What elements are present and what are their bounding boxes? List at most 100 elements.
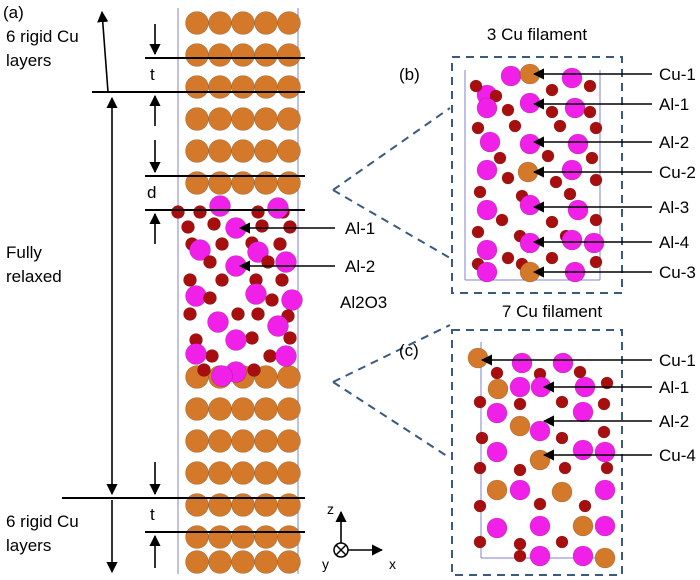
panel-b-label: Al-3 xyxy=(659,198,689,217)
al-atom xyxy=(486,441,508,463)
o-atom xyxy=(473,499,487,513)
al-atom xyxy=(476,199,498,221)
panel-a: (a) 6 rigid Cu layers Fully relaxed 6 ri… xyxy=(3,3,387,574)
o-atom xyxy=(471,121,485,135)
o-atom xyxy=(600,376,614,390)
cu-atom xyxy=(208,171,232,195)
o-atom xyxy=(245,331,259,345)
o-atom xyxy=(247,363,261,377)
cu-atom xyxy=(254,43,278,67)
al-atom xyxy=(189,239,211,261)
panel-c-tag: (c) xyxy=(399,341,419,360)
top-rigid-arrow xyxy=(97,10,109,93)
o-atom xyxy=(578,499,592,513)
cu-atom xyxy=(277,397,301,421)
cu-atom xyxy=(572,515,594,537)
cu-atom xyxy=(231,461,255,485)
al-atom xyxy=(267,315,289,337)
al-atom xyxy=(567,133,589,155)
o-atom xyxy=(589,173,603,187)
o-atom xyxy=(205,349,219,363)
bottom-rigid-label-line2: layers xyxy=(6,536,51,555)
o-atom xyxy=(265,293,279,307)
x-axis-label: x xyxy=(389,556,396,572)
al-atom xyxy=(572,439,594,461)
o-atom xyxy=(171,205,185,219)
cu-atom xyxy=(185,493,209,517)
o-atom xyxy=(555,431,569,445)
cu-atom xyxy=(231,139,255,163)
o-atom xyxy=(549,175,563,189)
o-atom xyxy=(583,79,597,93)
cu-atom xyxy=(208,550,232,574)
panel-b-label: Cu-2 xyxy=(659,163,696,182)
o-atom xyxy=(183,307,197,321)
cu-atom xyxy=(185,139,209,163)
al-atom xyxy=(519,133,541,155)
o-atom xyxy=(597,397,611,411)
cu-atom xyxy=(208,429,232,453)
al-atom xyxy=(476,239,498,261)
al-atom xyxy=(564,97,586,119)
cu-atom xyxy=(277,429,301,453)
al-atom xyxy=(476,261,498,283)
al-atom xyxy=(519,92,541,114)
o-atom xyxy=(545,105,559,119)
o-atom xyxy=(275,273,289,287)
cu-atom xyxy=(277,461,301,485)
o-atom xyxy=(207,217,221,231)
cu-atom xyxy=(231,11,255,35)
o-atom xyxy=(469,79,483,93)
zoom-guide-c-top xyxy=(332,324,451,383)
al-atom xyxy=(185,285,207,307)
panel-c-label: Al-1 xyxy=(659,378,689,397)
coordinate-axes: z y x xyxy=(322,501,396,572)
cu-atom xyxy=(231,397,255,421)
o-atom xyxy=(231,307,245,321)
z-axis-label: z xyxy=(327,501,334,517)
panel-c-label: Cu-4 xyxy=(659,446,696,465)
cu-atom xyxy=(254,525,278,549)
al-atom xyxy=(209,195,231,217)
al-atom xyxy=(561,229,583,251)
cu-atom xyxy=(185,461,209,485)
o-atom xyxy=(181,220,195,234)
cu-atom xyxy=(185,43,209,67)
o-atom xyxy=(553,119,567,133)
o-atom xyxy=(215,237,229,251)
cu-atom xyxy=(185,397,209,421)
cu-atom xyxy=(277,493,301,517)
cu-atom xyxy=(254,429,278,453)
y-axis-cross-stroke xyxy=(335,544,347,556)
o-atom xyxy=(501,171,515,185)
panel-c-labels: Cu-1Al-1Al-2Cu-4 xyxy=(480,351,696,465)
cu-atom xyxy=(467,347,489,369)
cu-atom xyxy=(185,11,209,35)
panel-b-title: 3 Cu filament xyxy=(487,25,587,44)
cu-atom xyxy=(208,461,232,485)
panel-c-label: Cu-1 xyxy=(659,351,696,370)
panel-b-tag: (b) xyxy=(399,65,420,84)
o-atom xyxy=(473,185,487,199)
al-atom xyxy=(561,67,583,89)
slab-atoms xyxy=(171,11,303,574)
cu-atom xyxy=(254,75,278,99)
cu-atom xyxy=(208,525,232,549)
panel-b-label: Cu-3 xyxy=(659,263,696,282)
t-top-label: t xyxy=(150,65,155,84)
o-atom xyxy=(215,273,229,287)
zoom-guide-c-bottom xyxy=(332,381,451,459)
o-atom xyxy=(493,151,507,165)
cu-atom xyxy=(208,75,232,99)
al-atom xyxy=(572,401,594,423)
cu-atom xyxy=(254,397,278,421)
o-atom xyxy=(473,395,487,409)
oxide-label: Al2O3 xyxy=(340,293,387,312)
cu-atom xyxy=(231,550,255,574)
o-atom xyxy=(563,187,577,201)
cu-atom xyxy=(529,449,551,471)
al-atom xyxy=(529,420,551,442)
cu-atom xyxy=(231,75,255,99)
y-axis-label: y xyxy=(322,556,329,572)
cu-atom xyxy=(254,461,278,485)
